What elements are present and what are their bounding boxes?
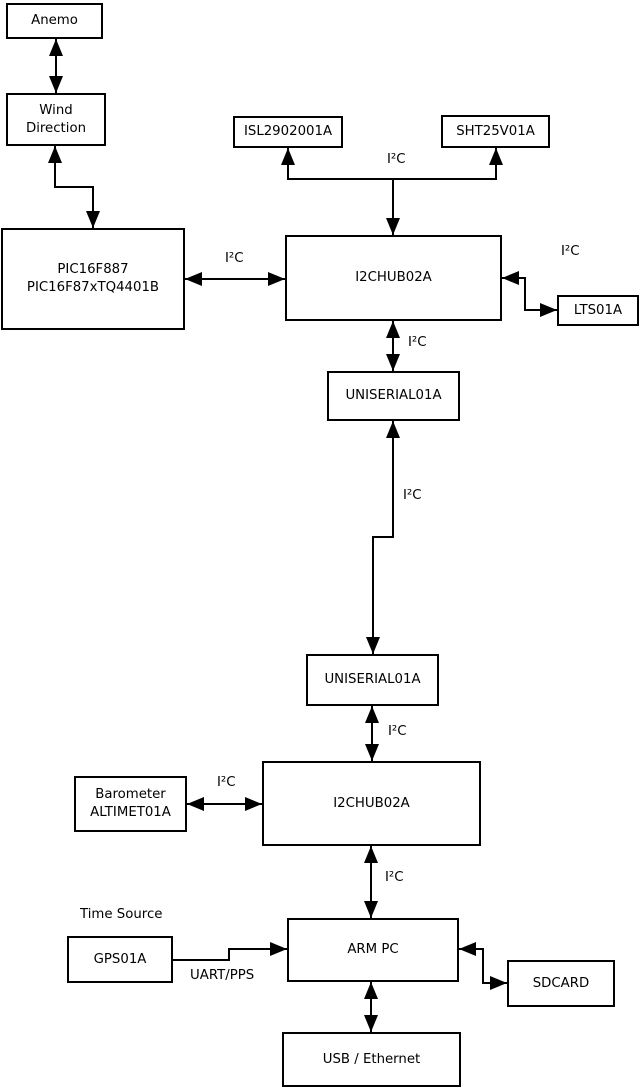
edge-label-i2c-uniserial-link: I²C — [403, 488, 422, 503]
node-sht25v01a: SHT25V01A — [441, 115, 550, 148]
node-label: PIC16F887 — [57, 262, 129, 278]
node-label: SHT25V01A — [456, 123, 535, 139]
annotation-time-source: Time Source — [80, 907, 163, 922]
node-arm-pc: ARM PC — [287, 918, 459, 982]
connector-sensor-bus-isl — [281, 148, 400, 235]
node-label: UNISERIAL01A — [345, 388, 442, 404]
connector-wind-pic — [48, 146, 100, 228]
node-label: Direction — [25, 120, 87, 136]
node-label: ARM PC — [347, 942, 399, 958]
node-label: Wind — [39, 102, 73, 118]
node-label: UNISERIAL01A — [324, 672, 421, 688]
node-uniserial01a-upper: UNISERIAL01A — [327, 371, 460, 421]
node-pic16f887: PIC16F887 PIC16F87xTQ4401B — [1, 228, 185, 330]
connector-sensor-bus-sht — [393, 148, 503, 180]
edge-label-i2c-hub-lts: I²C — [561, 244, 580, 259]
node-lts01a: LTS01A — [557, 295, 639, 326]
node-uniserial01a-lower: UNISERIAL01A — [306, 654, 439, 706]
connector-uniserial-link — [366, 421, 400, 654]
node-label: SDCARD — [532, 975, 590, 991]
node-label: Barometer — [95, 787, 166, 803]
node-wind-direction: Wind Direction — [6, 93, 106, 146]
node-barometer-altimet01a: Barometer ALTIMET01A — [74, 776, 187, 832]
node-label: LTS01A — [573, 302, 623, 318]
node-gps01a: GPS01A — [67, 936, 173, 983]
node-label: ISL2902001A — [243, 124, 333, 140]
node-sdcard: SDCARD — [507, 960, 615, 1007]
node-isl2902001a: ISL2902001A — [233, 116, 343, 148]
node-label: Anemo — [31, 13, 78, 29]
node-i2chub02a-upper: I2CHUB02A — [285, 235, 502, 321]
connector-armpc-sdcard — [459, 942, 507, 990]
node-anemo: Anemo — [6, 3, 103, 39]
edge-label-i2c-barometer-hub2: I²C — [217, 775, 236, 790]
connector-gps-armpc — [173, 942, 287, 961]
node-label: PIC16F87xTQ4401B — [26, 280, 160, 295]
node-usb-ethernet: USB / Ethernet — [282, 1032, 461, 1087]
node-label: GPS01A — [93, 951, 147, 967]
edge-label-i2c-hub-uniserial: I²C — [408, 335, 427, 350]
node-label: I2CHUB02A — [333, 795, 410, 811]
node-label: USB / Ethernet — [322, 1051, 421, 1067]
edge-label-i2c-hub2-armpc: I²C — [385, 870, 404, 885]
node-i2chub02a-lower: I2CHUB02A — [262, 761, 481, 846]
edge-label-uart-pps: UART/PPS — [190, 968, 255, 983]
node-label: I2CHUB02A — [355, 270, 432, 286]
edge-label-i2c-uniserial-hub2: I²C — [388, 724, 407, 739]
edge-label-i2c-sensor-bus: I²C — [387, 152, 406, 167]
node-label: ALTIMET01A — [90, 805, 171, 820]
connector-i2chub-upper-lts — [502, 271, 557, 317]
edge-label-i2c-pic-hub: I²C — [225, 251, 244, 266]
